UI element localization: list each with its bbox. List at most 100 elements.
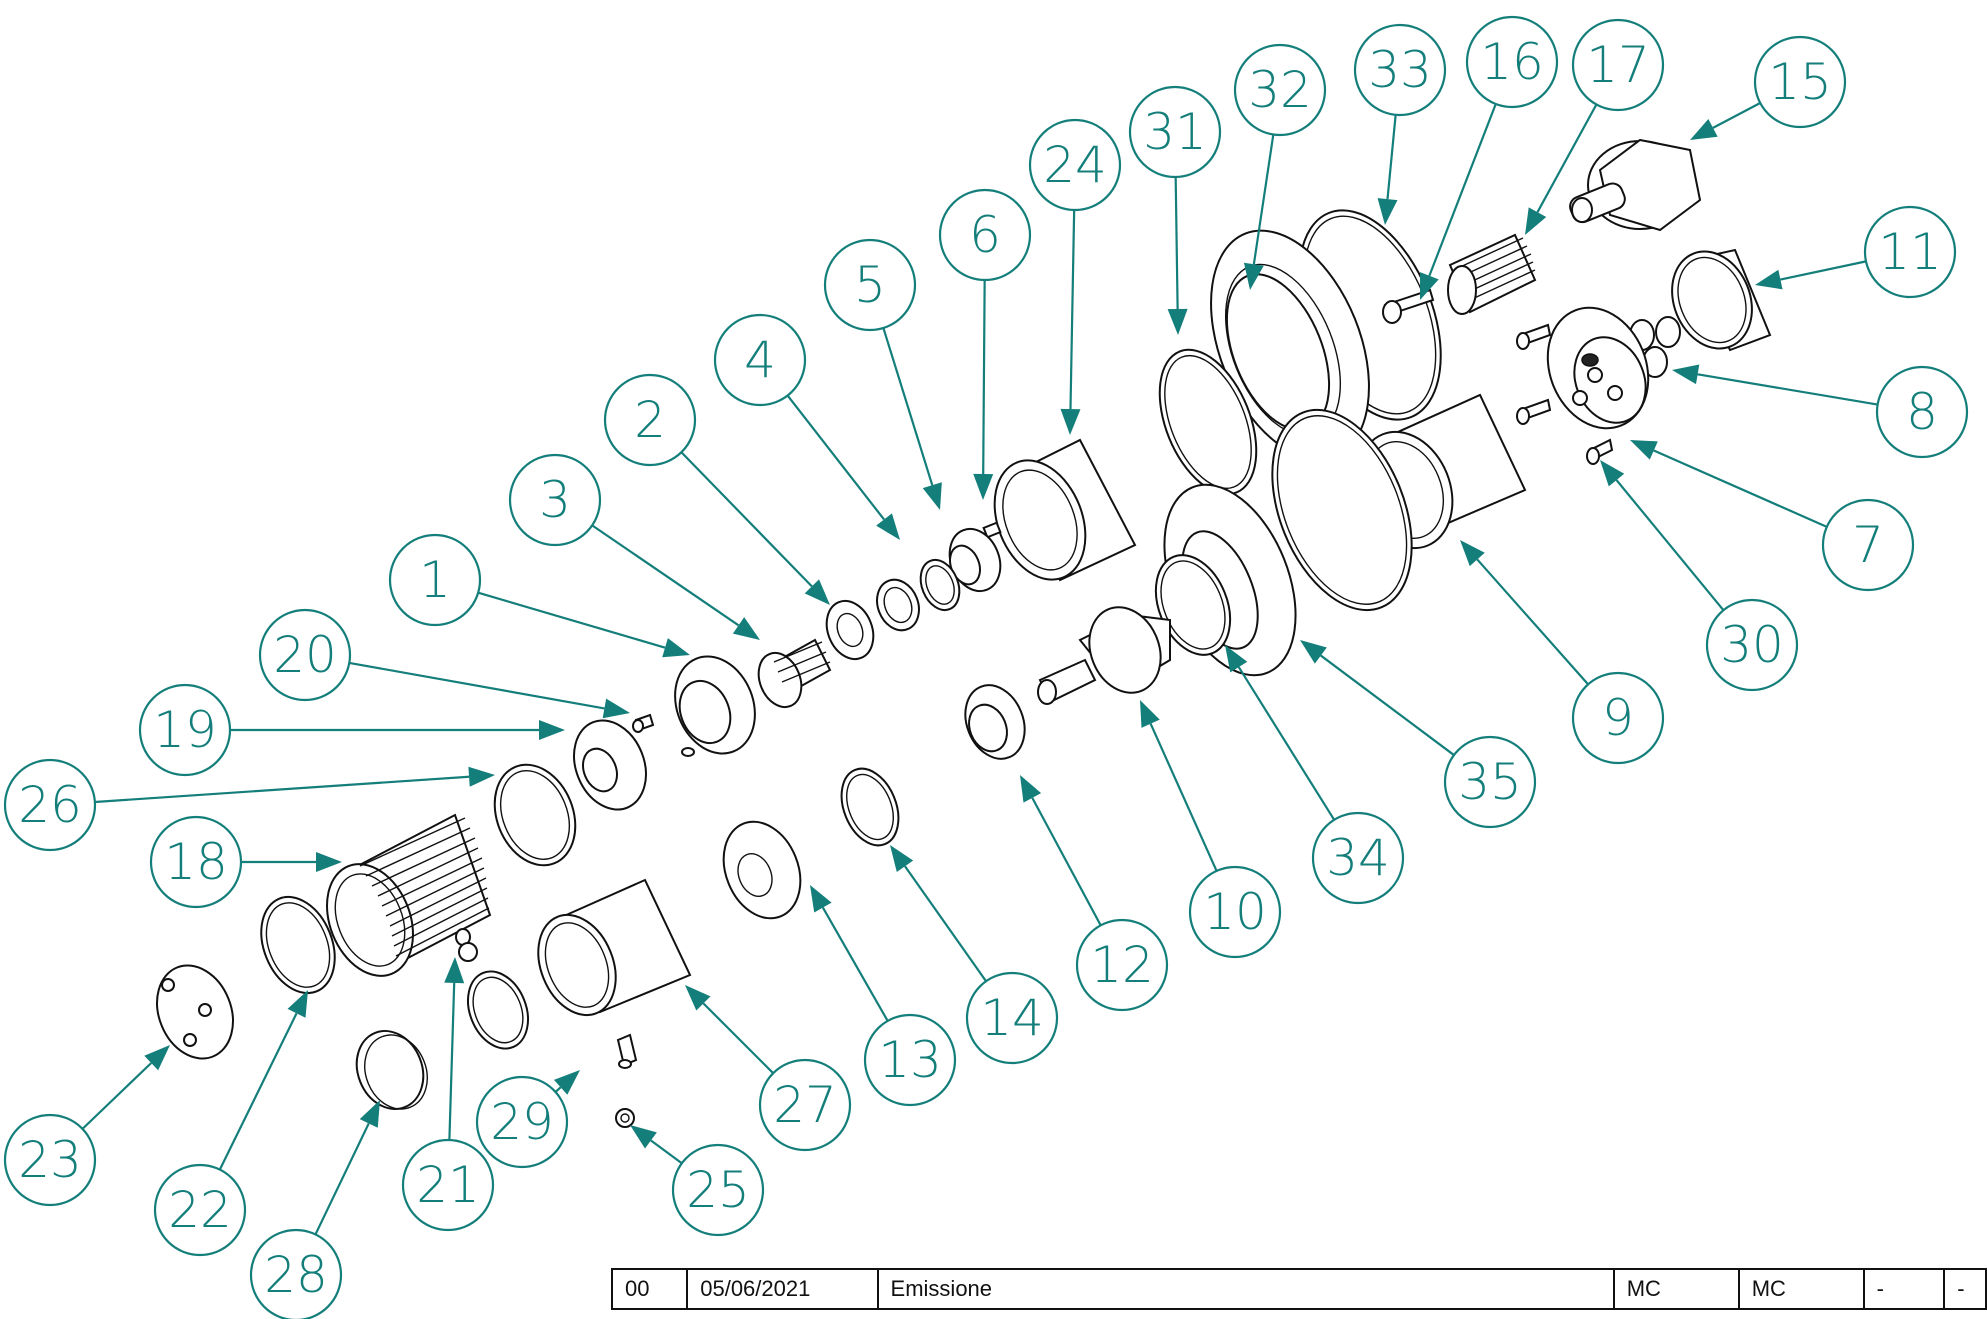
callout-15: 15 (1753, 35, 1847, 129)
part-17 (1447, 233, 1537, 315)
leader-line-6 (982, 279, 986, 475)
callout-23: 23 (3, 1113, 97, 1207)
leader-line-1 (477, 591, 666, 649)
callout-circle (1311, 811, 1405, 905)
callout-24: 24 (1028, 118, 1122, 212)
callout-number: 35 (1458, 753, 1522, 811)
callout-number: 30 (1720, 616, 1784, 674)
callout-circle (138, 683, 232, 777)
callout-number: 28 (264, 1246, 328, 1304)
part-18 (326, 813, 492, 977)
part-19 (573, 719, 647, 811)
callout-number: 22 (168, 1181, 232, 1239)
part-4 (876, 558, 961, 632)
part-5 (948, 527, 1002, 593)
leader-arrow-9 (1460, 540, 1485, 567)
leader-line-34 (1237, 666, 1336, 821)
leader-line-2 (680, 451, 813, 588)
callout-number: 8 (1906, 383, 1938, 441)
leader-arrow-27 (685, 985, 711, 1011)
part-34 (1154, 554, 1232, 656)
leader-arrow-3 (732, 617, 760, 640)
leader-line-13 (821, 907, 889, 1022)
callout-number: 27 (773, 1076, 837, 1134)
leader-line-20 (349, 661, 605, 710)
callout-circle (1863, 205, 1957, 299)
callout-circle (1753, 35, 1847, 129)
revision-cell: 05/06/2021 (686, 1268, 879, 1310)
callout-circle (758, 1058, 852, 1152)
callout-number: 2 (634, 391, 666, 449)
leader-arrow-14 (890, 845, 914, 873)
leader-arrow-29 (553, 1070, 580, 1095)
leader-line-28 (314, 1122, 370, 1235)
revision-cell: MC (1612, 1268, 1740, 1310)
leader-line-17 (1536, 103, 1598, 213)
callout-circle (1465, 15, 1559, 109)
callout-20: 20 (258, 608, 352, 702)
leader-line-16 (1428, 103, 1497, 277)
leader-arrow-13 (810, 885, 832, 913)
callout-number: 19 (153, 701, 217, 759)
callout-16: 16 (1465, 15, 1559, 109)
leader-lines (81, 102, 1878, 1235)
callout-number: 33 (1368, 41, 1432, 99)
leader-line-9 (1476, 558, 1589, 686)
callout-circle (1705, 598, 1799, 692)
callout-3: 3 (508, 453, 602, 547)
callout-number: 26 (18, 776, 82, 834)
part-23 (156, 964, 234, 1060)
callout-circle (823, 238, 917, 332)
leader-arrow-22 (287, 990, 308, 1018)
callout-6: 6 (938, 188, 1032, 282)
part-27 (537, 878, 692, 1017)
part-1 (674, 655, 756, 757)
callout-2: 2 (603, 373, 697, 467)
callout-number: 24 (1043, 136, 1107, 194)
part-21 (455, 928, 478, 962)
callout-1: 1 (388, 533, 482, 627)
callout-number: 10 (1203, 883, 1267, 941)
part-15 (1569, 138, 1702, 232)
callout-13: 13 (863, 1013, 957, 1107)
callout-5: 5 (823, 238, 917, 332)
part-29 (616, 1033, 638, 1069)
callout-circle (1233, 43, 1327, 137)
callout-circle (603, 373, 697, 467)
leader-line-26 (94, 775, 470, 804)
callout-circle (3, 758, 97, 852)
callout-number: 32 (1248, 61, 1312, 119)
part-26 (493, 763, 577, 867)
leader-line-33 (1386, 114, 1397, 200)
leader-arrow-19 (539, 720, 565, 740)
leader-line-12 (1031, 797, 1102, 926)
callout-11: 11 (1863, 205, 1957, 299)
leader-arrow-12 (1020, 775, 1042, 803)
callout-circle (1128, 85, 1222, 179)
callout-7: 7 (1821, 498, 1915, 592)
leader-arrow-24 (1060, 408, 1081, 435)
callout-12: 12 (1075, 918, 1169, 1012)
callout-circle (258, 608, 352, 702)
callout-circle (1075, 918, 1169, 1012)
leader-line-21 (448, 982, 456, 1141)
callout-10: 10 (1188, 865, 1282, 959)
callout-32: 32 (1233, 43, 1327, 137)
callout-number: 21 (416, 1156, 480, 1214)
callout-29: 29 (475, 1075, 569, 1169)
callout-number: 5 (854, 256, 886, 314)
callout-number: 17 (1586, 36, 1650, 94)
leader-line-25 (650, 1139, 683, 1165)
callout-number: 1 (419, 551, 451, 609)
callout-26: 26 (3, 758, 97, 852)
part-31 (1158, 348, 1258, 496)
leader-line-35 (1320, 654, 1455, 756)
leader-arrow-2 (804, 579, 830, 605)
callout-circle (1188, 865, 1282, 959)
callout-8: 8 (1875, 365, 1969, 459)
leader-arrow-17 (1525, 207, 1547, 235)
callout-number: 7 (1852, 516, 1884, 574)
callout-circle (1028, 118, 1122, 212)
callout-number: 18 (164, 833, 228, 891)
